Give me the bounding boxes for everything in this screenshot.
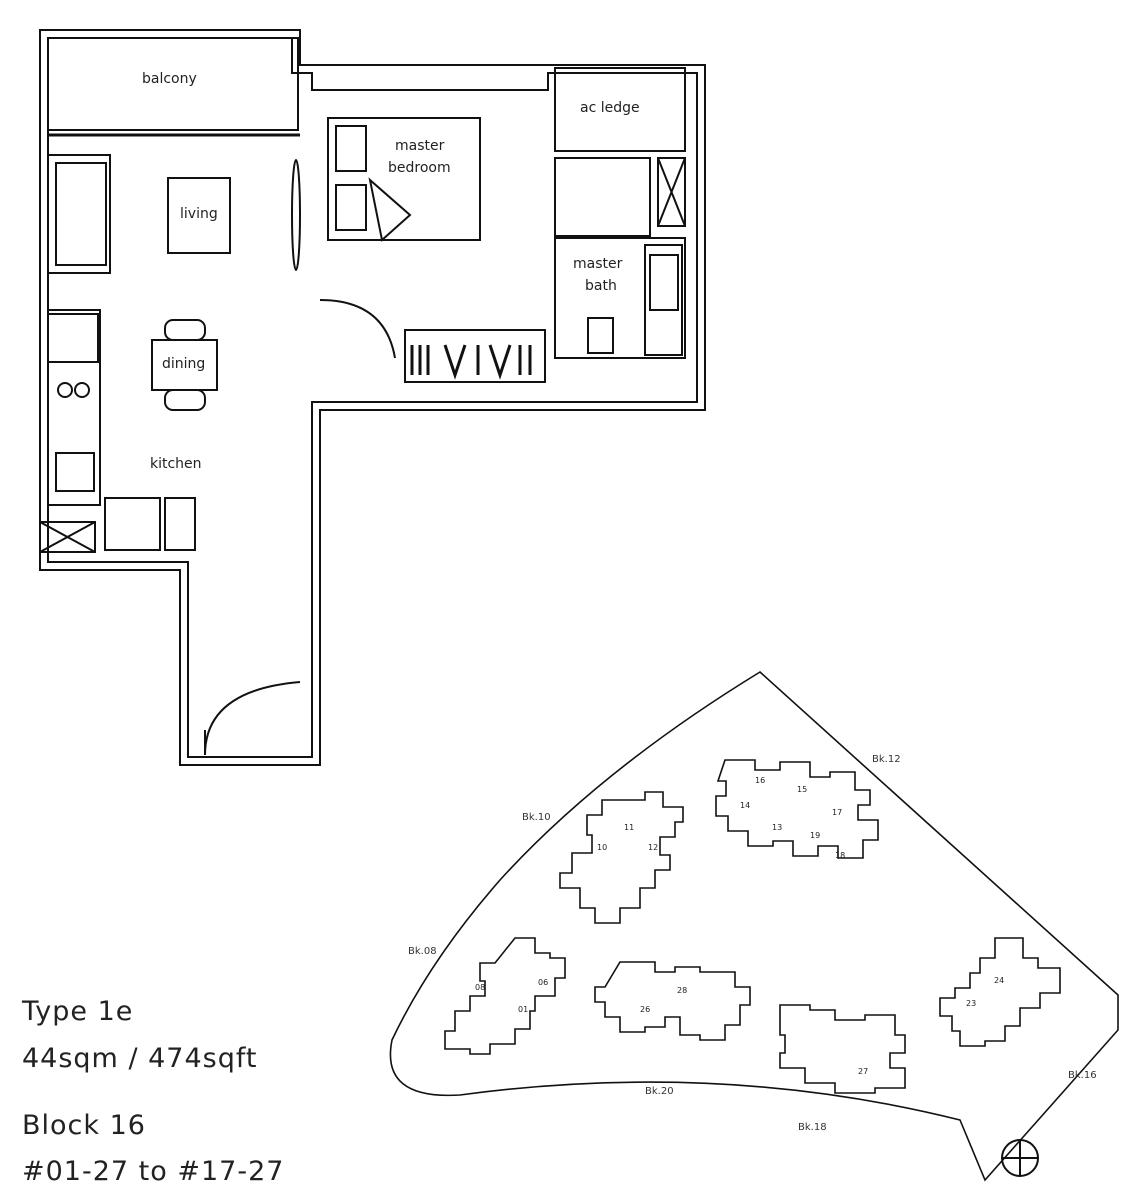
fridge-space (47, 313, 99, 363)
label-master-bath-2: bath (585, 278, 617, 294)
unit-28: 28 (677, 986, 687, 995)
block-cluster-10 (559, 791, 684, 924)
label-bk12: Bk.12 (872, 754, 901, 765)
room-labels: balcony ac ledge master bedroom living m… (142, 71, 640, 472)
unit-24: 24 (994, 976, 1004, 985)
label-balcony: balcony (142, 71, 197, 87)
bathroom (554, 237, 686, 359)
label-kitchen: kitchen (150, 456, 202, 472)
unit-01: 01 (518, 1005, 528, 1014)
label-master-bath-1: master (573, 256, 623, 272)
bay-box (39, 521, 96, 553)
kitchen-counter (47, 309, 101, 506)
storage (554, 157, 651, 237)
unit-area: 44sqm / 474sqft (22, 1043, 258, 1074)
dryer-cabinet (164, 497, 196, 551)
unit-11: 11 (624, 823, 634, 832)
block-cluster-12 (715, 759, 879, 859)
bay-cross (39, 521, 96, 553)
unit-14: 14 (740, 801, 750, 810)
label-bk18: Bk.18 (798, 1122, 827, 1133)
pillow-2 (335, 184, 367, 231)
block-cluster-18 (779, 1004, 906, 1094)
tv-console (291, 159, 301, 271)
wardrobe-hangers (410, 344, 532, 380)
label-bk10: Bk.10 (522, 812, 551, 823)
sofa-back (55, 162, 107, 266)
unit-number-labels: 16 15 17 14 13 19 18 11 10 12 08 06 01 2… (475, 776, 1004, 1076)
unit-13: 13 (772, 823, 782, 832)
entrance-door (204, 681, 301, 756)
shower (644, 244, 683, 356)
label-bk08: Bk.08 (408, 946, 437, 957)
bed-fold (368, 177, 412, 242)
block-labels: Bk.10 Bk.12 Bk.08 Bk.20 Bk.18 Bk.16 (408, 754, 1097, 1133)
unit-18: 18 (835, 851, 845, 860)
toilet (587, 317, 614, 354)
block-cluster-20 (594, 961, 751, 1041)
block-cluster-16 (939, 937, 1061, 1047)
block-number: Block 16 (22, 1110, 146, 1141)
unit-range: #01-27 to #17-27 (22, 1156, 285, 1187)
unit-08: 08 (475, 983, 485, 992)
label-bk20: Bk.20 (645, 1086, 674, 1097)
hob-2 (74, 382, 90, 398)
shaft (657, 157, 686, 227)
label-bk16: Bk.16 (1068, 1070, 1097, 1081)
balcony-area (47, 37, 299, 131)
unit-16: 16 (755, 776, 765, 785)
label-living: living (180, 206, 218, 222)
unit-15: 15 (797, 785, 807, 794)
unit-floor-plan (39, 29, 706, 766)
sofa (47, 154, 111, 274)
wardrobe (404, 329, 546, 383)
block-cluster-08 (444, 937, 566, 1055)
inner-wall (47, 37, 698, 758)
living-table (167, 177, 231, 254)
label-ac-ledge: ac ledge (580, 100, 640, 116)
label-master-bedroom-2: bedroom (388, 160, 451, 176)
unit-19: 19 (810, 831, 820, 840)
bedroom-door (319, 299, 396, 359)
north-compass-icon (1001, 1139, 1039, 1177)
ac-ledge-area (554, 67, 686, 152)
unit-23: 23 (966, 999, 976, 1008)
label-master-bedroom-1: master (395, 138, 445, 154)
unit-12: 12 (648, 843, 658, 852)
bed (327, 117, 481, 241)
basin-top (649, 254, 679, 311)
outer-wall (39, 29, 706, 766)
dining-chair-1 (164, 319, 206, 341)
shaft-cross (657, 157, 686, 227)
site-boundary (389, 671, 1119, 1182)
sink (55, 452, 95, 492)
unit-06: 06 (538, 978, 548, 987)
pillow-1 (335, 125, 367, 172)
unit-27: 27 (858, 1067, 868, 1076)
unit-type: Type 1e (22, 996, 134, 1027)
washer (104, 497, 161, 551)
unit-26: 26 (640, 1005, 650, 1014)
site-plan (389, 671, 1119, 1182)
dining-chair-2 (164, 389, 206, 411)
hob-1 (57, 382, 73, 398)
unit-10: 10 (597, 843, 607, 852)
label-dining: dining (162, 356, 205, 372)
unit-17: 17 (832, 808, 842, 817)
